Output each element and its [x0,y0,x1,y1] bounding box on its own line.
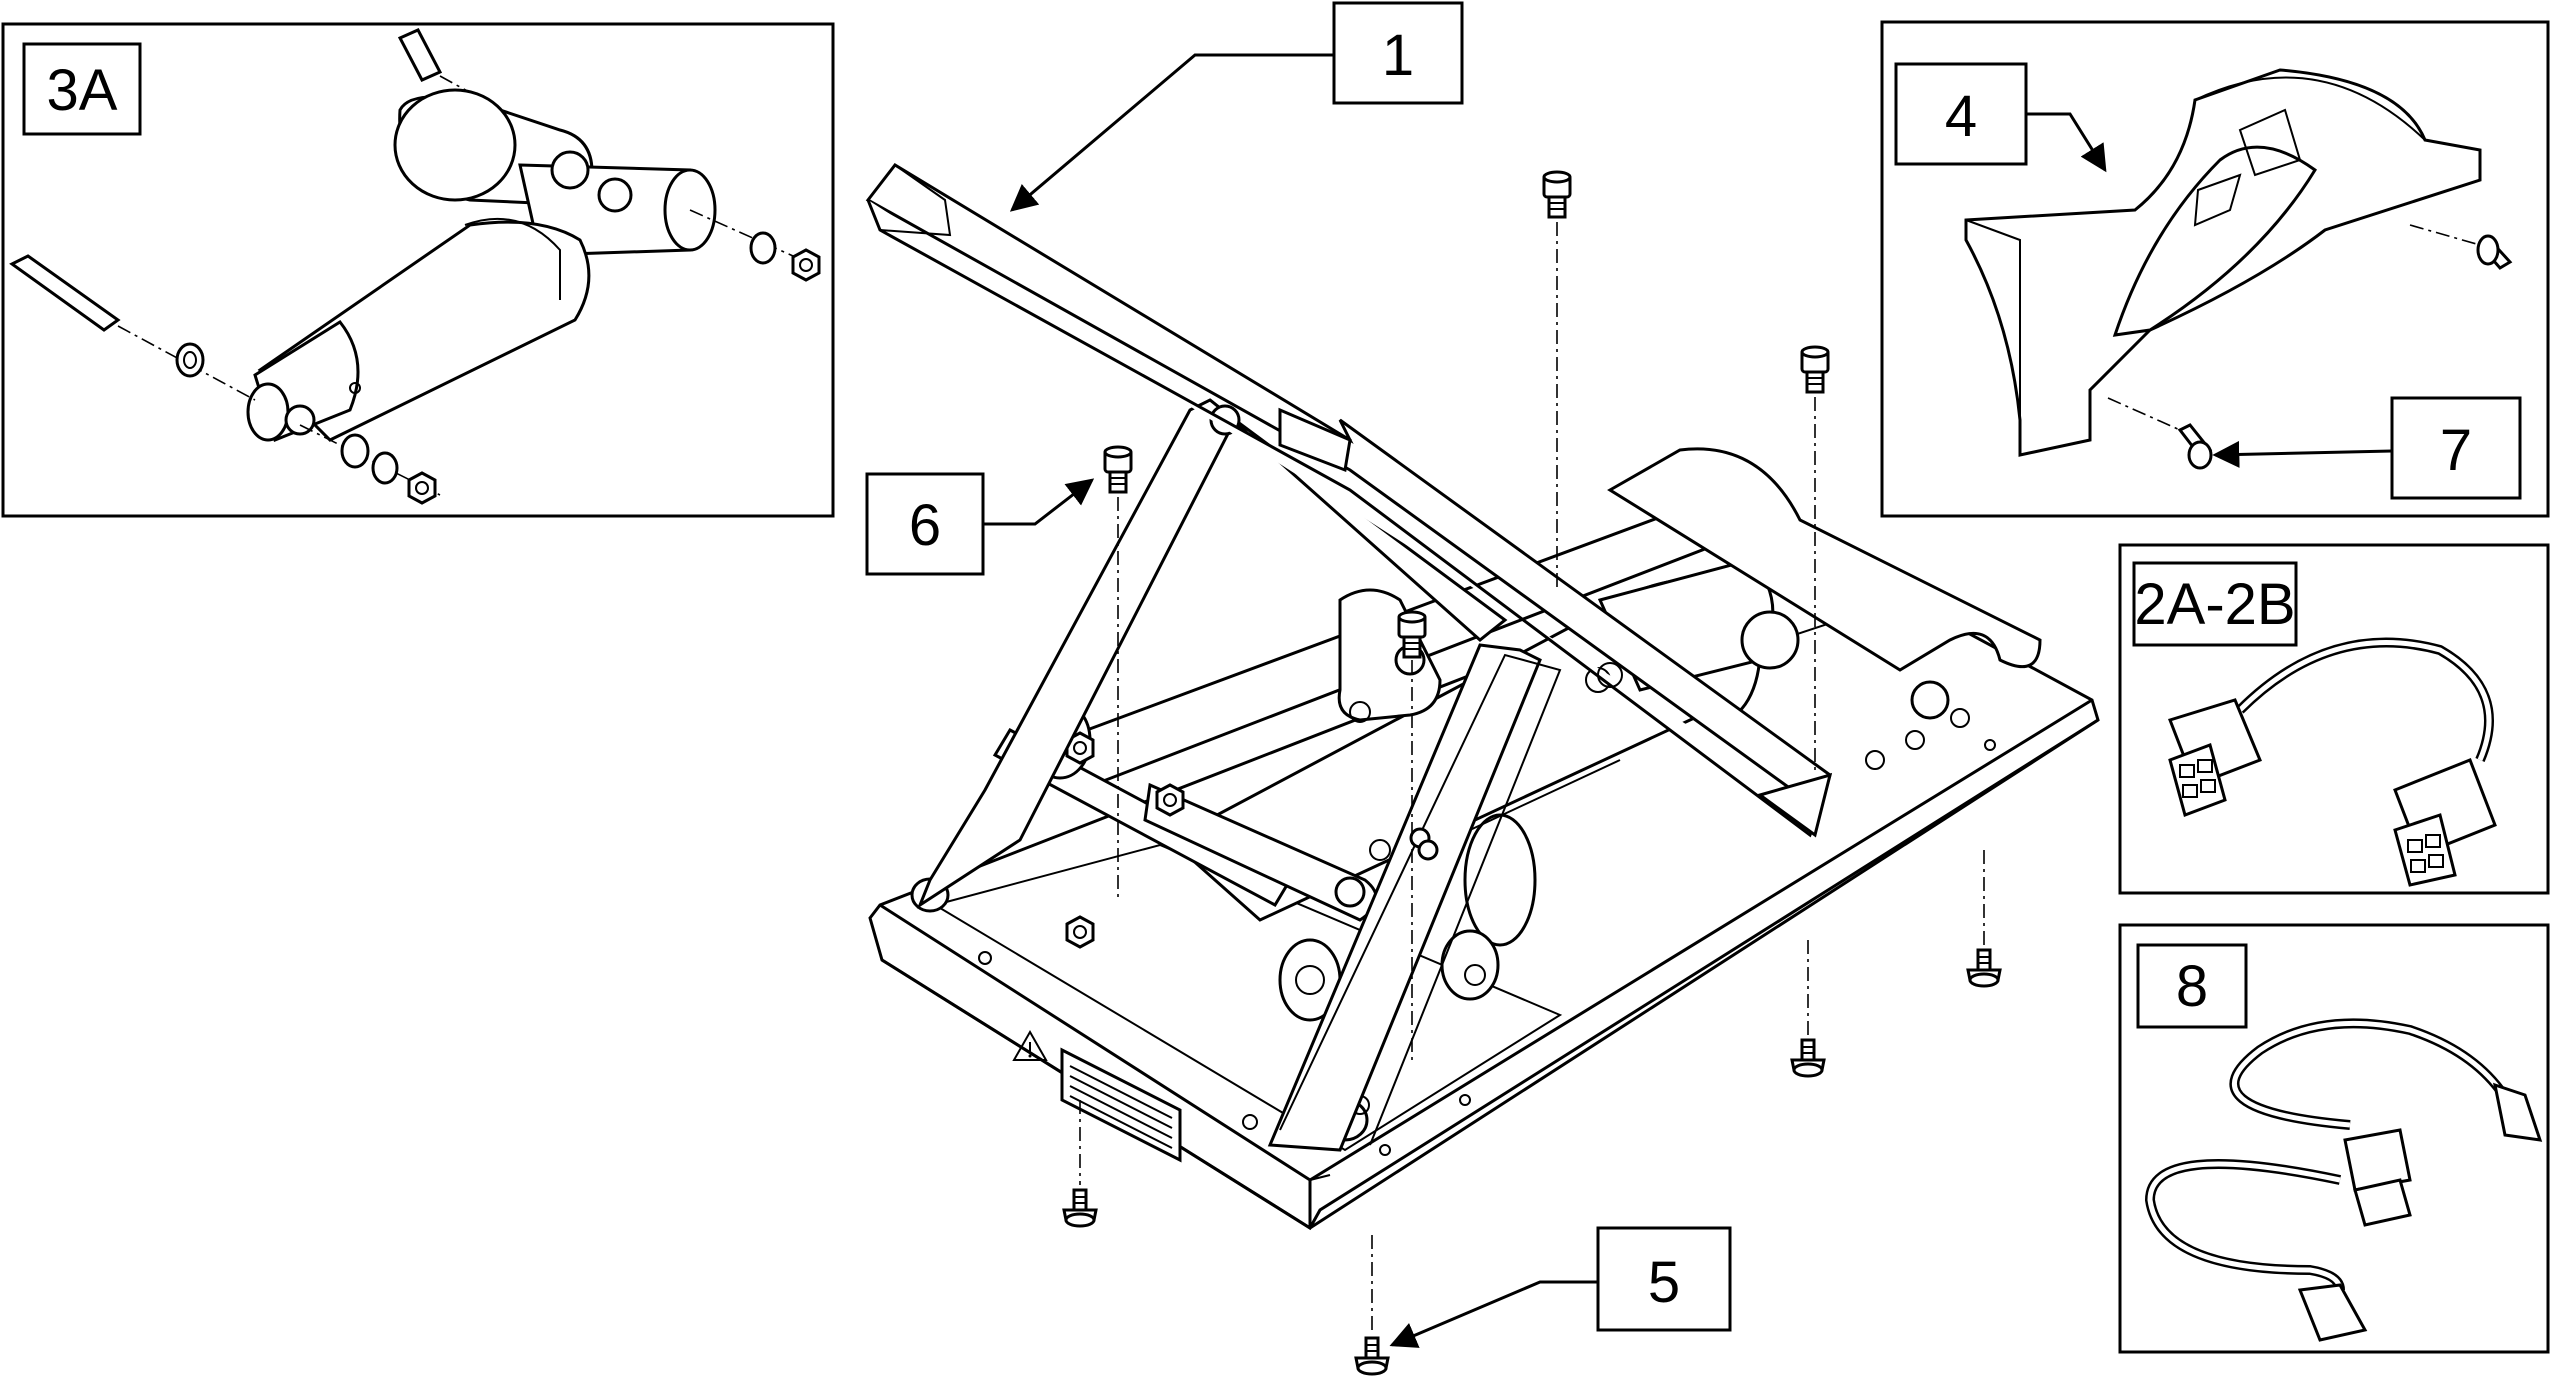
long-cable-drawing [2144,1018,2543,1342]
linear-actuator-drawing [9,28,821,505]
leader-line-7 [2212,440,2393,468]
leader-line-4 [2026,112,2107,173]
scissor-arm-left [916,398,1237,909]
leader-line-5 [1389,1280,1598,1348]
detail-box-4: 4 7 [1880,20,2550,518]
callout-6: 6 [865,472,1095,576]
screw-group-vertical [1062,170,2002,1376]
mounting-bracket-drawing [1964,68,2513,470]
detail-box-8: 8 [2118,923,2550,1354]
callout-5: 5 [1389,1226,1732,1348]
top-plate [865,163,1832,813]
leader-line-1 [1009,53,1334,212]
callout-box-5 [1596,1226,1732,1332]
callout-box-8 [2136,943,2248,1029]
callout-box-6 [865,472,985,576]
label-hatching [1069,1065,1173,1149]
callout-label-1: 1 [1382,23,1414,88]
callout-box-2a-2b [2132,561,2298,647]
detail-box-2a-2b: 2A-2B [2118,543,2550,895]
leader-line-6 [983,478,1095,526]
detail-box-3a: 3A [1,22,835,518]
callout-label-2a-2b: 2A-2B [2134,572,2295,637]
callout-label-4: 4 [1945,84,1977,149]
warning-triangle-icon [1012,1029,1048,1061]
scissor-arm-right [1267,643,1542,1152]
callout-box-7 [2390,396,2522,500]
callout-label-3a: 3A [47,58,118,123]
callout-label-6: 6 [909,493,941,558]
callout-1: 1 [1009,1,1464,212]
short-cable-harness-drawing [2168,637,2497,887]
callout-label-5: 5 [1648,1250,1680,1315]
bracket-rear [1607,447,2042,672]
callout-label-8: 8 [2176,954,2208,1019]
callout-box-4 [1894,62,2028,166]
callout-label-7: 7 [2440,418,2472,483]
callout-box-3a [22,42,142,136]
lift-mechanism-assembly [865,163,2100,1231]
callout-box-1 [1332,1,1464,105]
